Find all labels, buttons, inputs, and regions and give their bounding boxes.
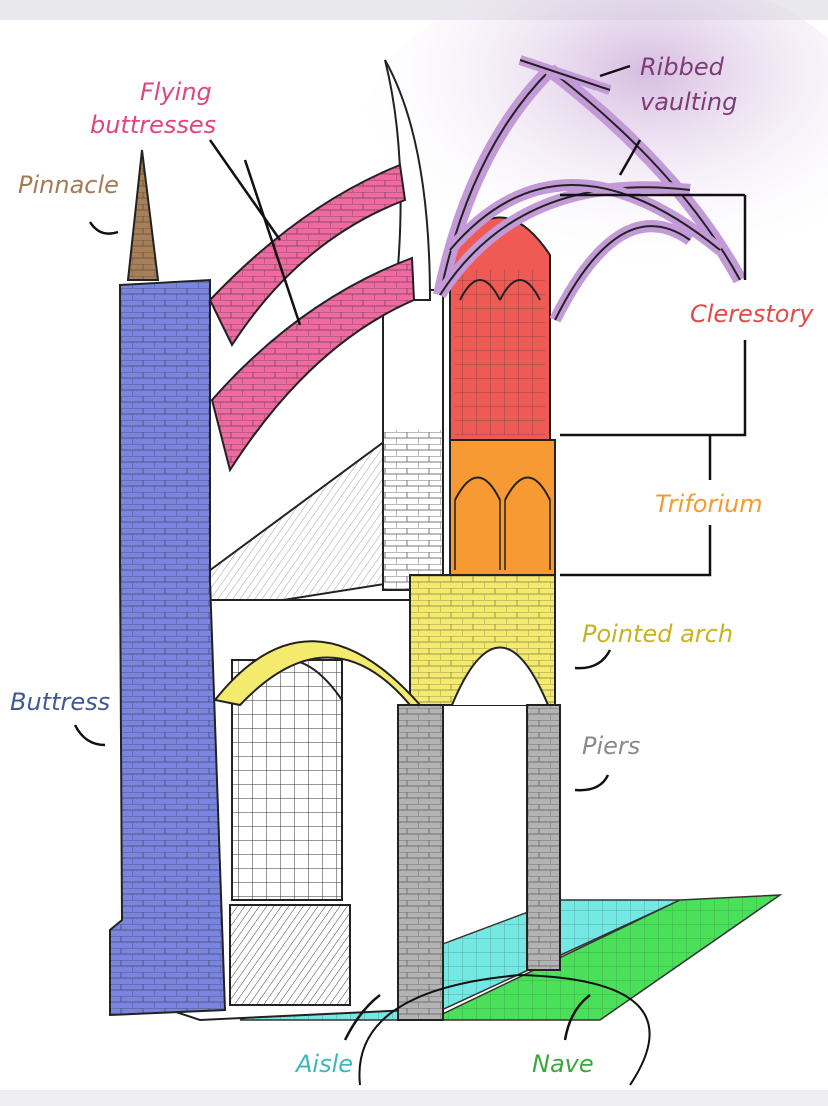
ribbed-vaulting-label-line1: Ribbed: [640, 53, 725, 81]
triforium-label: Triforium: [655, 490, 763, 518]
ribbed-vaulting-label-line2: vaulting: [640, 88, 737, 116]
flying-buttresses-label-line2: buttresses: [90, 111, 216, 139]
buttress-label: Buttress: [10, 688, 110, 716]
pinnacle-label: Pinnacle: [18, 171, 119, 199]
aisle-arcading: [229, 904, 351, 1006]
aisle-label: Aisle: [294, 1050, 353, 1078]
aisle-window: [231, 659, 343, 901]
clerestory-label: Clerestory: [690, 300, 814, 328]
triforium-gallery: [449, 439, 556, 576]
nave-label: Nave: [532, 1050, 594, 1078]
flying-buttresses-label-line1: Flying: [140, 78, 212, 106]
bottom-bar: [0, 1090, 828, 1106]
nave-outline-curve: [358, 973, 651, 1086]
piers-label: Piers: [582, 732, 640, 760]
ribbed-vaulting: [433, 55, 747, 323]
leader-lines: [73, 64, 747, 1041]
pointed-arch-label: Pointed arch: [582, 620, 733, 648]
pointed-arch-opening: [451, 646, 549, 706]
